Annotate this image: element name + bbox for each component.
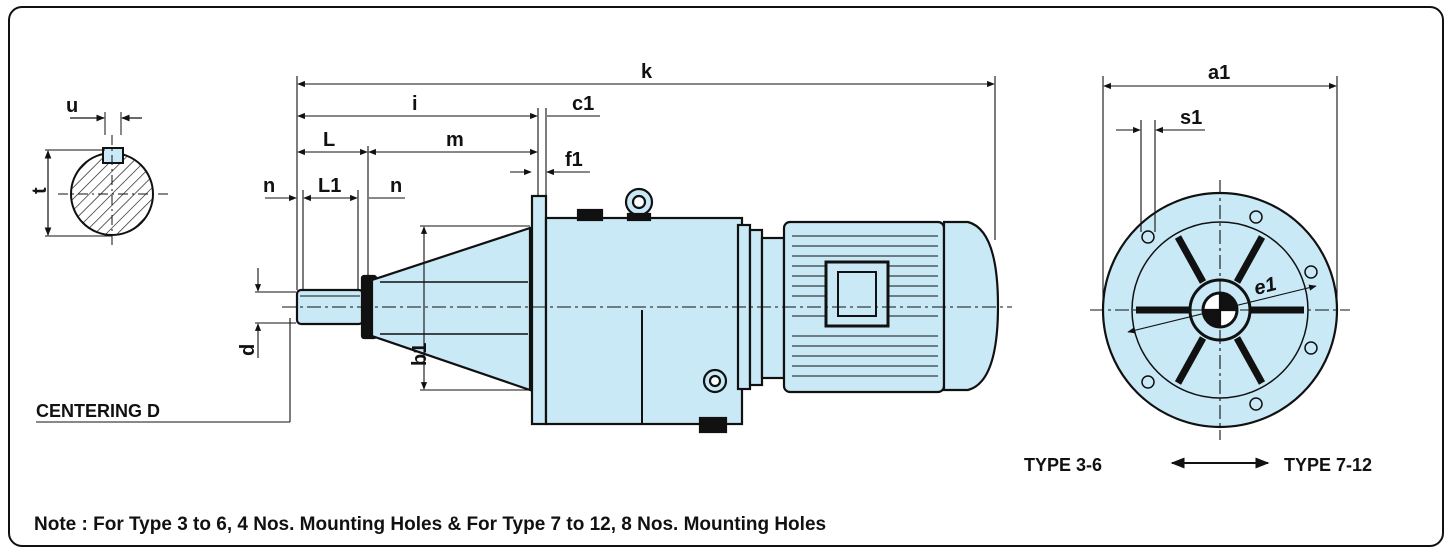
type-7-12-label: TYPE 7-12: [1284, 455, 1373, 475]
dim-label-s1: s1: [1180, 107, 1202, 129]
drawing-frame: [8, 6, 1444, 547]
dim-label-m: m: [446, 129, 464, 151]
mounting-holes-note: Note : For Type 3 to 6, 4 Nos. Mounting …: [34, 514, 827, 535]
motor-side-view: [295, 187, 1000, 434]
dim-label-L1: L1: [318, 175, 341, 197]
motor-cooling-fins: [792, 235, 938, 377]
dim-label-u: u: [66, 95, 78, 117]
dim-label-t: t: [29, 187, 51, 194]
dim-label-n-left: n: [263, 175, 275, 197]
front-view-dimensions: [1090, 76, 1350, 469]
type-3-6-label: TYPE 3-6: [1024, 455, 1103, 475]
dim-label-n-right: n: [390, 175, 402, 197]
dim-label-L: L: [323, 129, 335, 151]
centering-label: CENTERING D: [36, 401, 161, 421]
dim-label-a1: a1: [1208, 62, 1230, 84]
shaft-cross-section: [44, 112, 168, 245]
dim-label-k: k: [641, 61, 653, 83]
dim-label-f1: f1: [565, 149, 583, 171]
dim-label-e1: e1: [1252, 273, 1279, 300]
dim-label-i: i: [412, 93, 418, 115]
side-view-dimensions: [36, 76, 996, 423]
dim-label-d: d: [237, 344, 259, 356]
dim-label-c1: c1: [572, 93, 594, 115]
dim-label-b1: b1: [409, 343, 431, 366]
